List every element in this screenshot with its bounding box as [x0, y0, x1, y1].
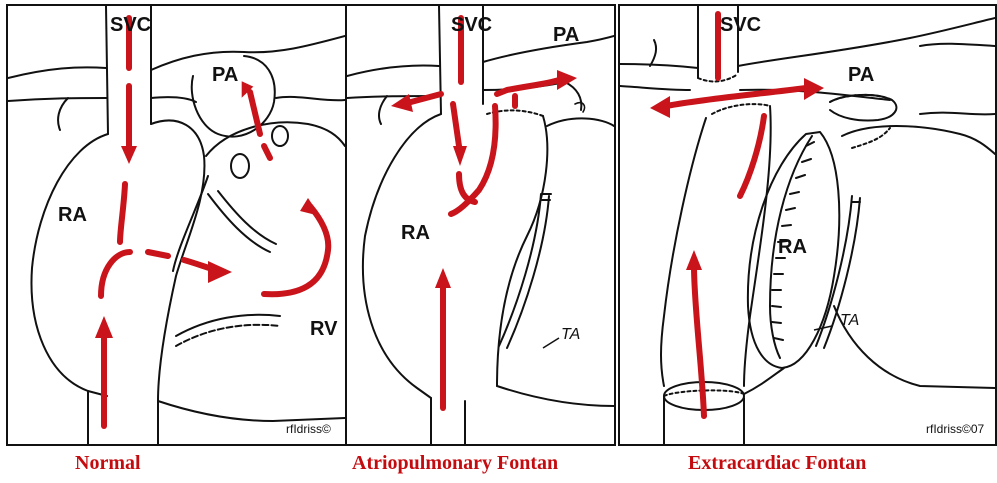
label-ra: RA [58, 204, 87, 227]
label-ra: RA [778, 236, 807, 259]
caption-atriopulmonary-fontan: Atriopulmonary Fontan [352, 452, 558, 475]
label-pa: PA [848, 64, 874, 87]
panel-extracardiac-fontan: SVC PA RA TA rfIdriss©07 [618, 4, 997, 446]
artist-credit: rfIdriss© [286, 422, 331, 436]
extracardiac-heart-illustration [620, 6, 995, 444]
label-svc: SVC [720, 14, 761, 37]
caption-normal: Normal [75, 452, 141, 475]
extracardiac-flow-arrows [666, 14, 806, 416]
panel-atriopulmonary-fontan: SVC PA RA TA [345, 4, 616, 446]
caption-extracardiac-fontan: Extracardiac Fontan [688, 452, 866, 475]
label-ta: TA [840, 312, 859, 330]
label-svc: SVC [110, 14, 151, 37]
panel-normal: SVC PA RA RV rfIdriss© [6, 4, 347, 446]
atriopulmonary-heart-illustration [347, 6, 614, 444]
label-ta: TA [561, 326, 580, 344]
label-pa: PA [553, 24, 579, 47]
artist-credit: rfIdriss©07 [926, 422, 984, 436]
label-ra: RA [401, 222, 430, 245]
label-rv: RV [310, 318, 337, 341]
label-pa: PA [212, 64, 238, 87]
label-svc: SVC [451, 14, 492, 37]
